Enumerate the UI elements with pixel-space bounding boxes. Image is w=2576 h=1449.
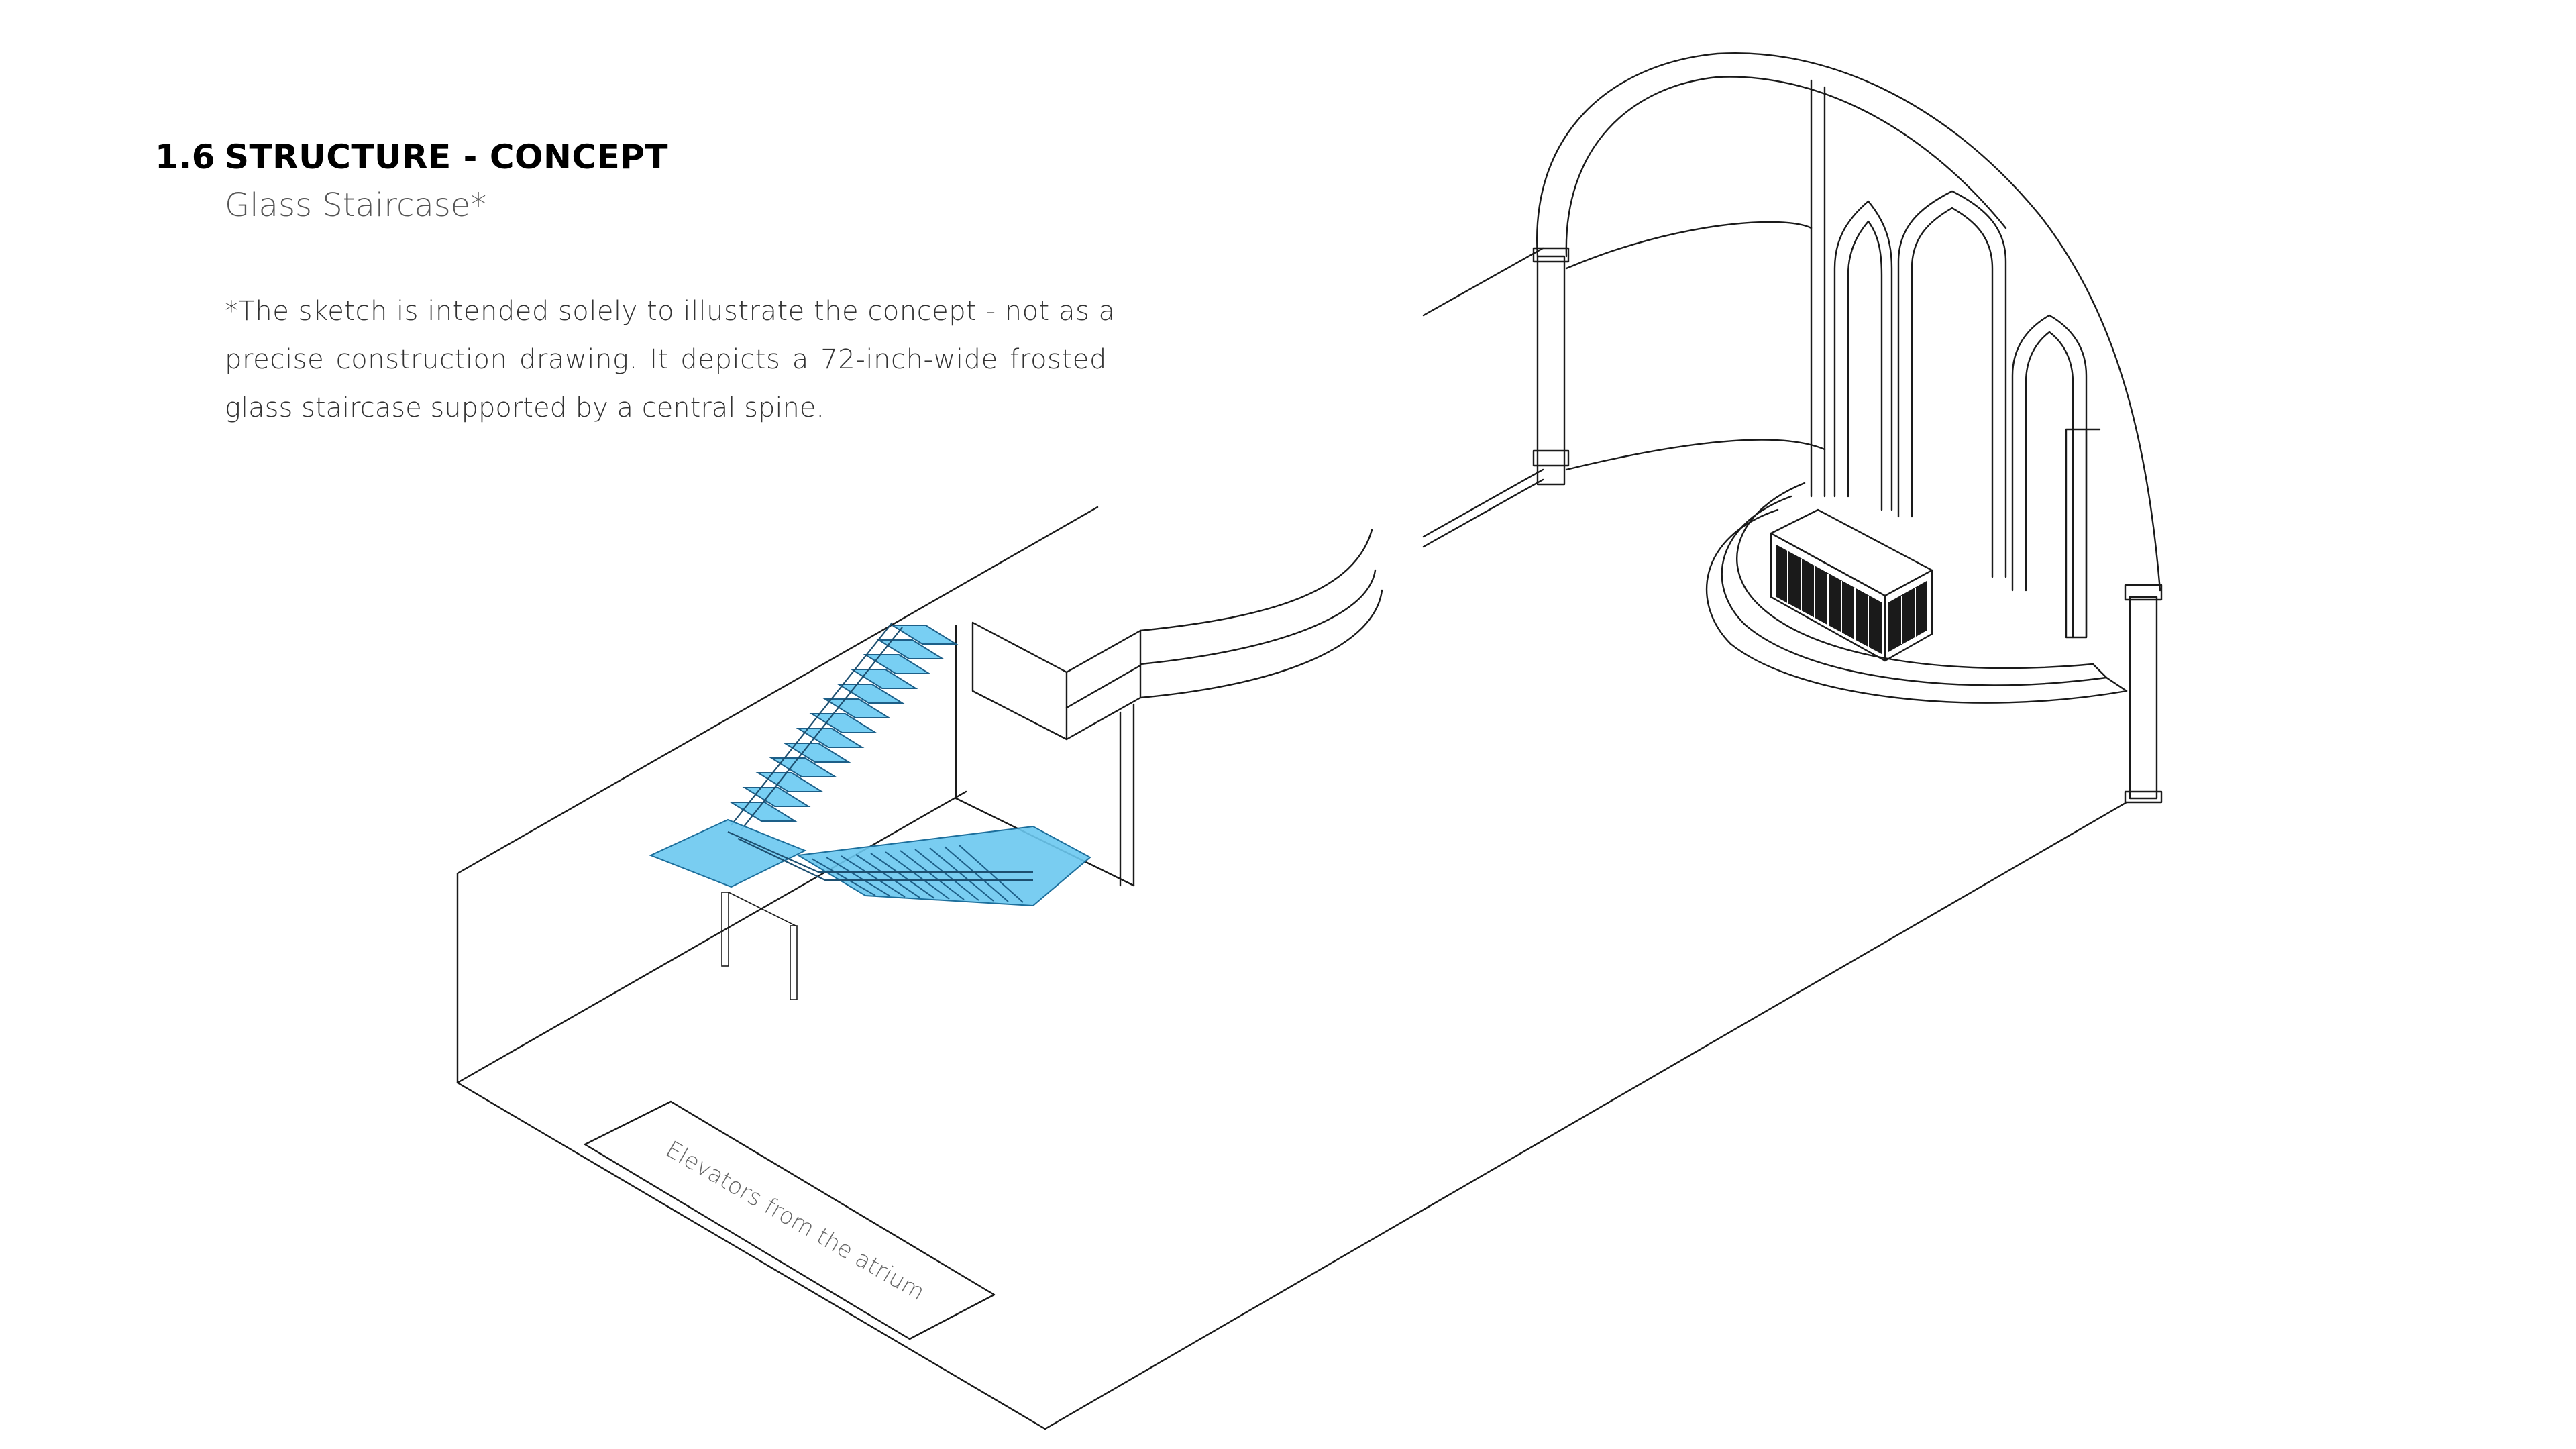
- note-line-3: glass staircase supported by a central s…: [225, 392, 825, 423]
- note-line-1: *The sketch is intended solely to illust…: [225, 296, 1116, 327]
- lower-flight: [796, 825, 1091, 907]
- glass-staircase: [649, 622, 1091, 1000]
- altar: [1770, 508, 1933, 662]
- section-subtitle: Glass Staircase*: [225, 186, 487, 224]
- elevator-area: Elevators from the atrium: [584, 1100, 996, 1340]
- upper-flight: [729, 625, 959, 822]
- section-title: STRUCTURE - CONCEPT: [225, 138, 668, 176]
- concept-note: *The sketch is intended solely to illust…: [225, 287, 1116, 432]
- note-line-2: precise construction drawing. It depicts…: [225, 344, 1107, 375]
- elevator-label: Elevators from the atrium: [661, 1136, 930, 1306]
- gothic-windows: [1833, 190, 2101, 639]
- section-number: 1.6: [155, 138, 216, 176]
- apse-platform: [1705, 482, 2128, 704]
- apse-arch: [1532, 52, 2163, 804]
- glass-landing: [649, 818, 807, 888]
